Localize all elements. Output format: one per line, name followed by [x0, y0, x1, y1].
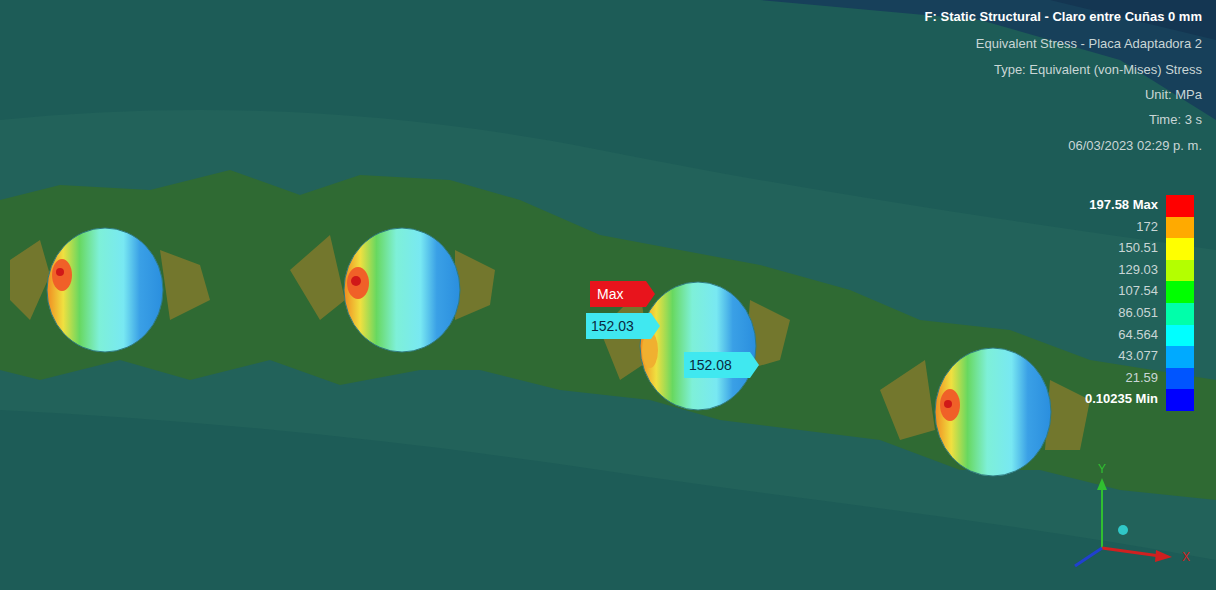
axis-label: X	[1182, 549, 1190, 565]
plot-title: F: Static Structural - Claro entre Cuñas…	[925, 9, 1202, 25]
axis-label: Y	[1098, 461, 1106, 477]
legend-value: 197.58 Max	[1089, 197, 1158, 213]
axis-triad	[1075, 478, 1172, 566]
legend-value: 129.03	[1118, 262, 1158, 278]
legend-swatch	[1166, 303, 1194, 325]
legend-swatch	[1166, 238, 1194, 260]
legend-value: 107.54	[1118, 283, 1158, 299]
legend-value: 86.051	[1118, 305, 1158, 321]
probe-value: Max	[597, 286, 623, 302]
plot-subtitle: Time: 3 s	[1149, 112, 1202, 128]
probe-tag	[586, 281, 759, 378]
legend-swatch	[1166, 217, 1194, 239]
legend-swatch	[1166, 389, 1194, 411]
legend-value: 150.51	[1118, 240, 1158, 256]
legend-value: 0.10235 Min	[1085, 391, 1158, 407]
probe-value: 152.08	[689, 357, 732, 373]
legend-swatch	[1166, 195, 1194, 217]
plot-subtitle: Type: Equivalent (von-Mises) Stress	[994, 62, 1202, 78]
probe-value: 152.03	[591, 318, 634, 334]
legend-swatch	[1166, 368, 1194, 390]
legend-value: 64.564	[1118, 327, 1158, 343]
plot-subtitle: Unit: MPa	[1145, 87, 1202, 103]
bolt-hole	[47, 228, 1051, 476]
legend-swatch	[1166, 325, 1194, 347]
plot-subtitle: 06/03/2023 02:29 p. m.	[1068, 138, 1202, 154]
legend-value: 21.59	[1125, 370, 1158, 386]
legend-swatch	[1166, 346, 1194, 368]
legend-value: 172	[1136, 219, 1158, 235]
legend-value: 43.077	[1118, 348, 1158, 364]
legend-swatch	[1166, 260, 1194, 282]
legend-swatch	[1166, 281, 1194, 303]
plot-subtitle: Equivalent Stress - Placa Adaptadora 2	[976, 36, 1202, 52]
